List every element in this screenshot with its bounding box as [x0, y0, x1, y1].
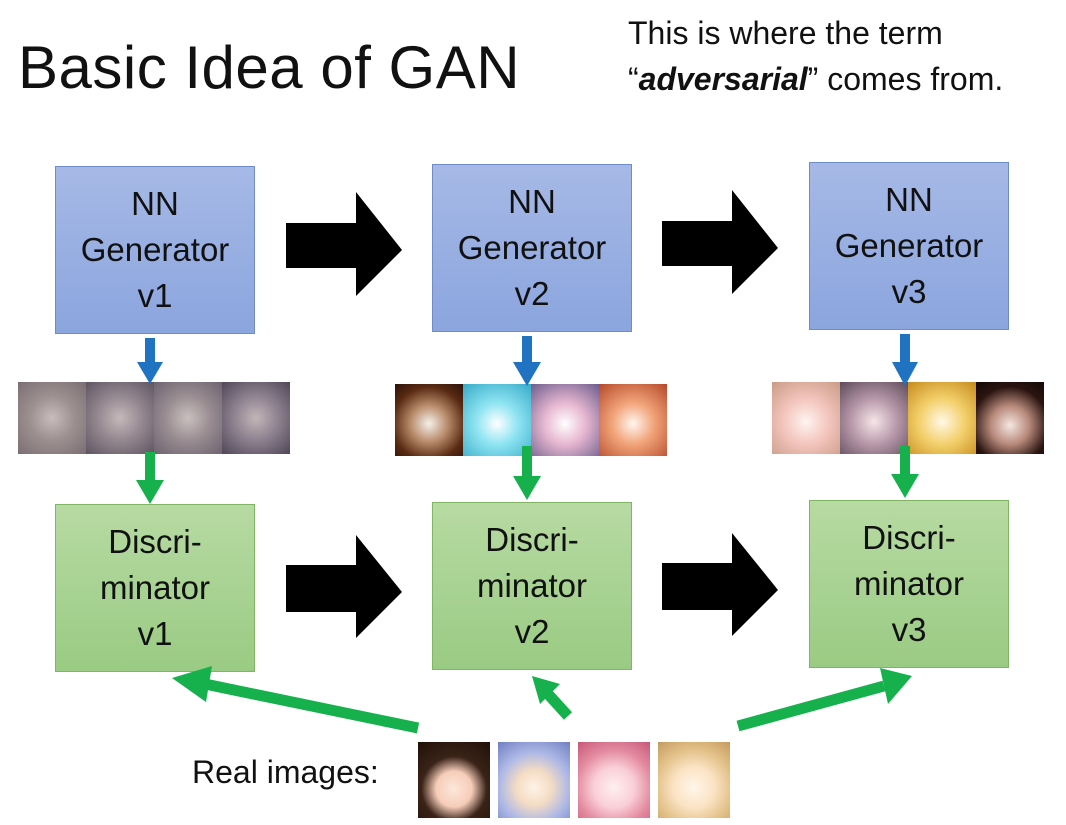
- adversarial-note: This is where the term “adversarial” com…: [628, 10, 1003, 102]
- blue-arrow-down-icon: [513, 336, 541, 386]
- generated-images-v1: [18, 382, 290, 454]
- note-line-1: This is where the term: [628, 15, 943, 51]
- generated-image: [86, 382, 154, 454]
- real-images: [418, 742, 730, 818]
- generated-image: [463, 384, 531, 456]
- green-arrow-down-icon: [891, 446, 919, 498]
- green-arrow-down-icon: [513, 446, 541, 500]
- blue-arrow-down-icon: [137, 338, 163, 384]
- slide-title: Basic Idea of GAN: [18, 34, 521, 101]
- discriminator-v2-line-2: minator: [476, 567, 588, 604]
- big-arrow-right-icon: [662, 190, 778, 294]
- generator-v2-line-1: NN: [508, 183, 556, 220]
- big-arrow-right-icon: [286, 535, 402, 638]
- real-image: [498, 742, 570, 818]
- generator-v1-line-3: v1: [137, 277, 173, 314]
- generator-v2-line-3: v2: [514, 275, 550, 312]
- generated-image: [222, 382, 290, 454]
- real-images-label: Real images:: [192, 754, 379, 790]
- generated-image: [599, 384, 667, 456]
- note-term-adversarial: adversarial: [638, 61, 808, 97]
- discriminator-v3-line-3: v3: [891, 611, 927, 648]
- generator-v2-line-2: Generator: [457, 229, 607, 266]
- note-line-2: “adversarial” comes from.: [628, 56, 1003, 102]
- real-image: [578, 742, 650, 818]
- discriminator-v3-box: Discri- minator v3: [809, 500, 1009, 668]
- note-open-quote: “: [628, 61, 639, 97]
- generated-images-v2: [395, 384, 667, 456]
- green-arrowhead-icon: [880, 668, 912, 704]
- green-arrowhead-icon: [532, 676, 560, 704]
- generator-v1-line-1: NN: [131, 185, 179, 222]
- discriminator-v2-box: Discri- minator v2: [432, 502, 632, 670]
- green-arrowhead-icon: [172, 666, 212, 702]
- generator-v3-box: NN Generator v3: [809, 162, 1009, 330]
- generator-v1-box: NN Generator v1: [55, 166, 255, 334]
- discriminator-v1-line-1: Discri-: [108, 523, 202, 560]
- generated-image: [395, 384, 463, 456]
- generated-image: [908, 382, 976, 454]
- big-arrow-right-icon: [662, 533, 778, 636]
- generated-image: [18, 382, 86, 454]
- big-arrow-right-icon: [286, 192, 402, 296]
- generator-v1-line-2: Generator: [80, 231, 230, 268]
- discriminator-v1-line-3: v1: [137, 615, 173, 652]
- green-arrow-down-icon: [136, 452, 164, 504]
- real-image: [658, 742, 730, 818]
- generator-v3-line-1: NN: [885, 181, 933, 218]
- generated-image: [772, 382, 840, 454]
- generated-image: [976, 382, 1044, 454]
- green-arrow-to-discriminator-v3: [736, 680, 886, 732]
- blue-arrow-down-icon: [892, 334, 918, 386]
- generated-image: [154, 382, 222, 454]
- generated-image: [531, 384, 599, 456]
- real-image: [418, 742, 490, 818]
- generated-images-v3: [772, 382, 1044, 454]
- note-rest: ” comes from.: [807, 61, 1004, 97]
- generator-v3-line-2: Generator: [834, 227, 984, 264]
- discriminator-v1-line-2: minator: [99, 569, 211, 606]
- generator-v3-line-3: v3: [891, 273, 927, 310]
- discriminator-v2-line-1: Discri-: [485, 521, 579, 558]
- generator-v2-box: NN Generator v2: [432, 164, 632, 332]
- discriminator-v3-line-2: minator: [853, 565, 965, 602]
- green-arrow-to-discriminator-v1: [203, 678, 420, 734]
- discriminator-v3-line-1: Discri-: [862, 519, 956, 556]
- green-arrow-to-discriminator-v2: [543, 690, 573, 720]
- discriminator-v1-box: Discri- minator v1: [55, 504, 255, 672]
- generated-image: [840, 382, 908, 454]
- discriminator-v2-line-3: v2: [514, 613, 550, 650]
